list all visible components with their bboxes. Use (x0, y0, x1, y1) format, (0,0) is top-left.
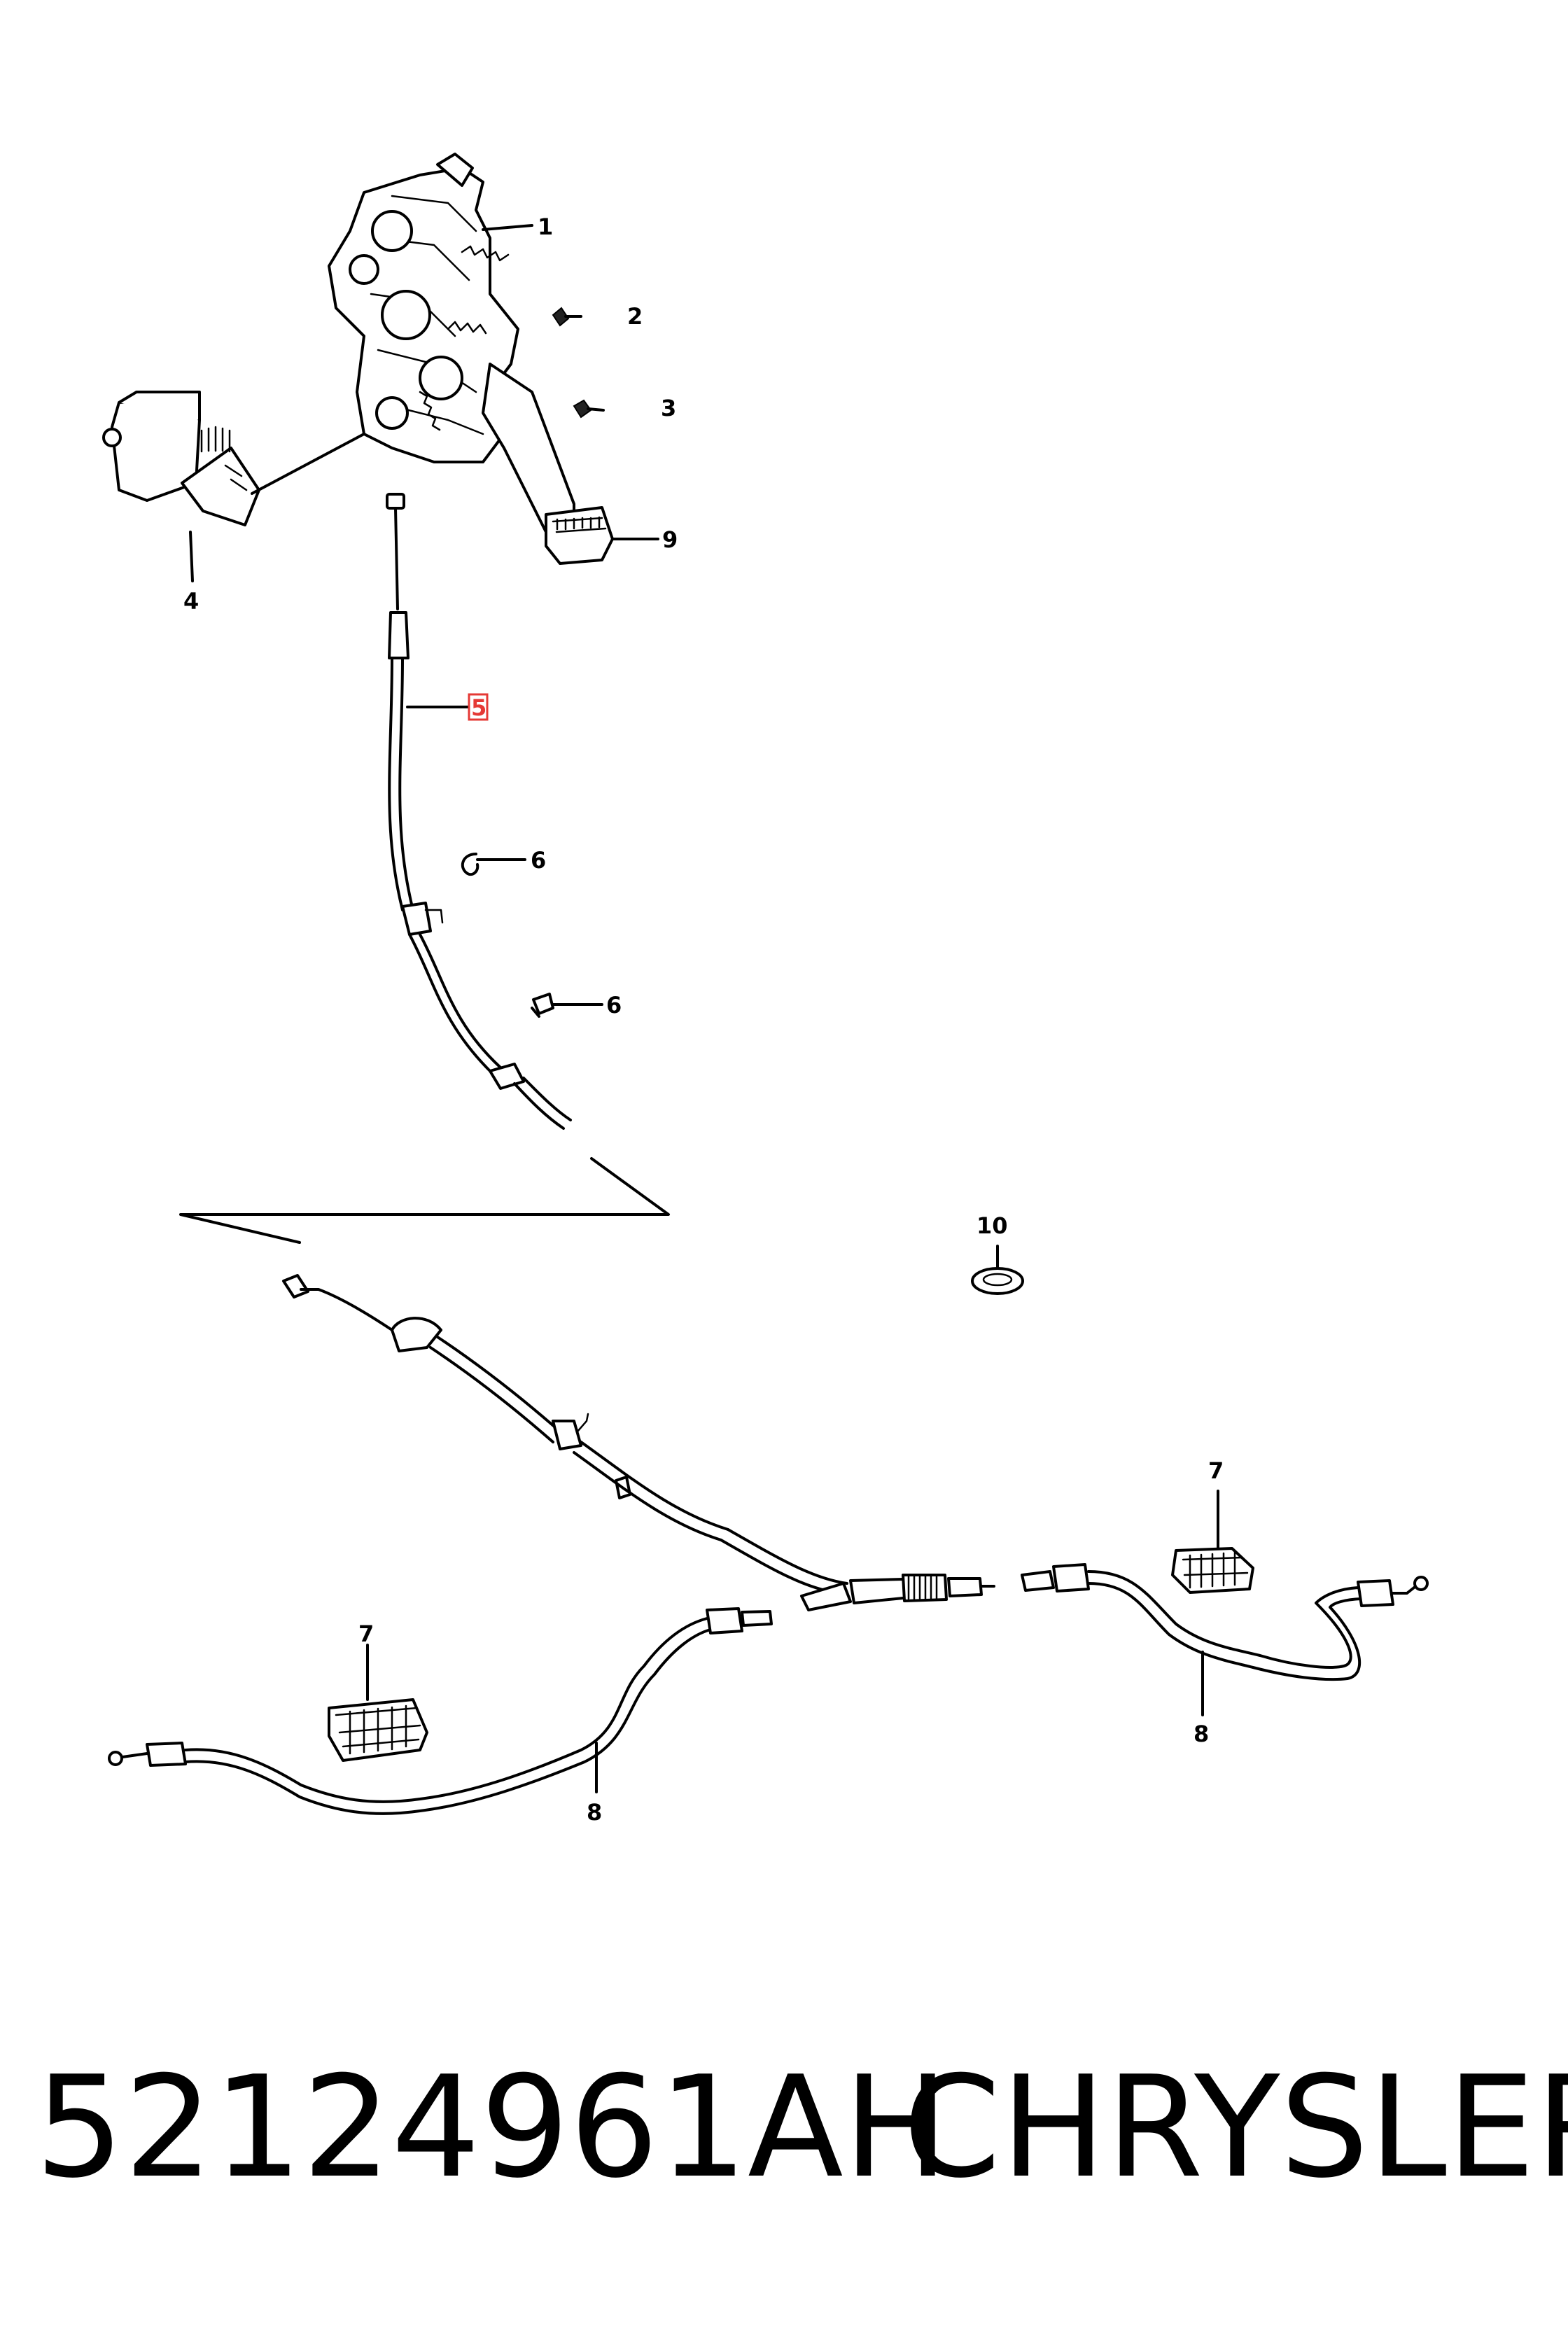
footer: 52124961AH CHRYSLER (0, 2058, 1568, 2198)
front-cable (179, 493, 670, 1244)
callout-labels: 1 2 3 4 5 6 6 7 7 8 8 9 10 (183, 214, 1224, 1826)
callout-6b: 6 (606, 992, 622, 1018)
brand-name: CHRYSLER (903, 2046, 1568, 2209)
rear-cable-left (108, 1607, 773, 1815)
callout-8b: 8 (1194, 1721, 1209, 1747)
retainer-7a (328, 1698, 428, 1762)
callout-3: 3 (661, 395, 676, 421)
callout-8a: 8 (587, 1799, 602, 1826)
leader-lines (189, 224, 1219, 1793)
callout-10: 10 (976, 1212, 1008, 1239)
callout-6a: 6 (531, 847, 546, 874)
highlight-box-5 (468, 693, 489, 721)
clip-6a (461, 853, 479, 876)
rear-cable-right (1021, 1563, 1429, 1681)
callout-2: 2 (627, 303, 643, 330)
clip-6b (531, 993, 554, 1018)
callout-5: 5 (471, 694, 486, 721)
callout-7b: 7 (1208, 1457, 1224, 1484)
callout-7a: 7 (358, 1620, 374, 1647)
retainer-7b (1171, 1547, 1254, 1594)
callout-1: 1 (538, 214, 553, 240)
callout-9: 9 (662, 526, 678, 553)
pedal-assembly (328, 153, 614, 565)
intermediate-cable (282, 1274, 995, 1611)
bolt-3 (573, 399, 605, 419)
switch-bracket (102, 391, 365, 526)
callout-4: 4 (183, 588, 199, 615)
grommet-10 (971, 1267, 1024, 1295)
bolt-2 (552, 307, 582, 327)
part-number: 52124961AH (35, 2046, 949, 2209)
